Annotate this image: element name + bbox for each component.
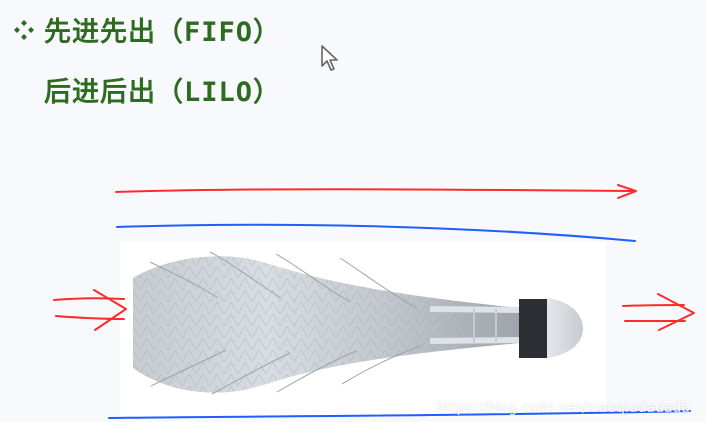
shuttlecock-feathers [133,251,521,395]
fifo-text: 先进先出（FIFO） [44,10,281,49]
top-red-line [115,188,633,193]
right-red-arrow-icon [622,293,695,331]
bottom-blue-line [108,410,691,419]
lilo-prefix: 后进后出（ [44,77,184,108]
shuttlecock-diagram [53,184,695,419]
fifo-code: FIFO [184,17,254,48]
fifo-line: 先进先出（FIFO） [12,10,281,49]
lilo-line: 后进后出（LILO） [44,70,281,109]
diamond-bullet-icon [12,18,36,42]
top-blue-line [116,223,636,242]
shuttlecock-band [519,299,547,358]
fifo-suffix: ） [253,17,282,48]
mouse-pointer-icon [321,45,338,71]
top-red-arrowhead [617,184,637,199]
left-red-arrow-icon [53,289,127,331]
watermark: https://blog.csdn.net/xiaoqiudadada [436,400,690,416]
lilo-suffix: ） [253,77,282,108]
shuttlecock-cap [547,298,584,358]
lilo-code: LILO [184,77,254,108]
fifo-prefix: 先进先出（ [44,17,184,48]
